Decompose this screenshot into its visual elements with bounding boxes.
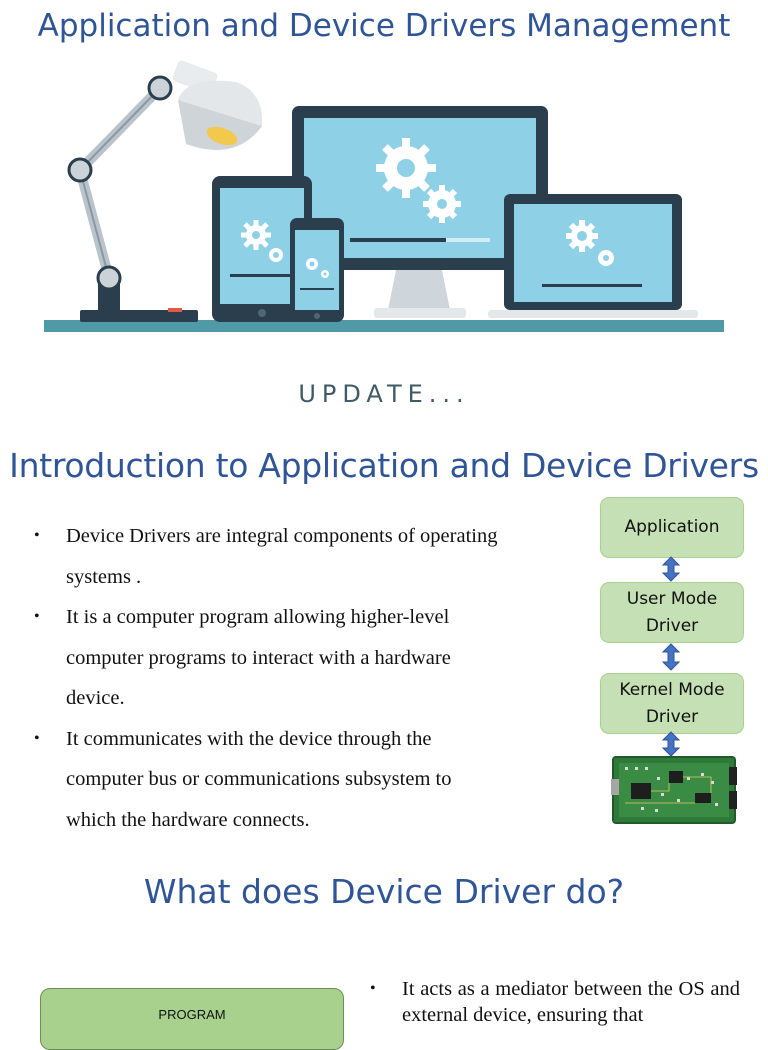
application-box: Application bbox=[600, 497, 744, 558]
tablet-icon bbox=[212, 176, 312, 322]
kernel-mode-driver-label: Kernel Mode Driver bbox=[619, 679, 725, 727]
double-arrow-icon bbox=[661, 556, 681, 582]
program-box: PROGRAM bbox=[40, 988, 344, 1050]
list-item: Device Drivers are integral components o… bbox=[34, 516, 504, 597]
kernel-mode-driver-box: Kernel Mode Driver bbox=[600, 673, 744, 734]
devices-illustration bbox=[44, 60, 724, 332]
intro-heading: Introduction to Application and Device D… bbox=[9, 446, 759, 485]
laptop-icon bbox=[488, 194, 698, 318]
intro-bullet-list: Device Drivers are integral components o… bbox=[34, 516, 504, 840]
double-arrow-icon bbox=[661, 643, 681, 671]
user-mode-driver-label: User Mode Driver bbox=[626, 588, 718, 636]
what-heading: What does Device Driver do? bbox=[143, 872, 625, 911]
circuit-board-icon bbox=[611, 756, 737, 824]
main-title: Application and Device Drivers Managemen… bbox=[37, 8, 731, 44]
shelf bbox=[44, 320, 724, 332]
update-caption: UPDATE... bbox=[298, 380, 470, 408]
what-bullet-list: It acts as a mediator between the OS and… bbox=[370, 976, 740, 1028]
list-item: It acts as a mediator between the OS and… bbox=[370, 976, 740, 1028]
list-item: It communicates with the device through … bbox=[34, 719, 504, 841]
phone-icon bbox=[290, 218, 344, 322]
user-mode-driver-box: User Mode Driver bbox=[600, 582, 744, 643]
desk-lamp-icon bbox=[67, 60, 263, 322]
list-item: It is a computer program allowing higher… bbox=[34, 597, 504, 719]
